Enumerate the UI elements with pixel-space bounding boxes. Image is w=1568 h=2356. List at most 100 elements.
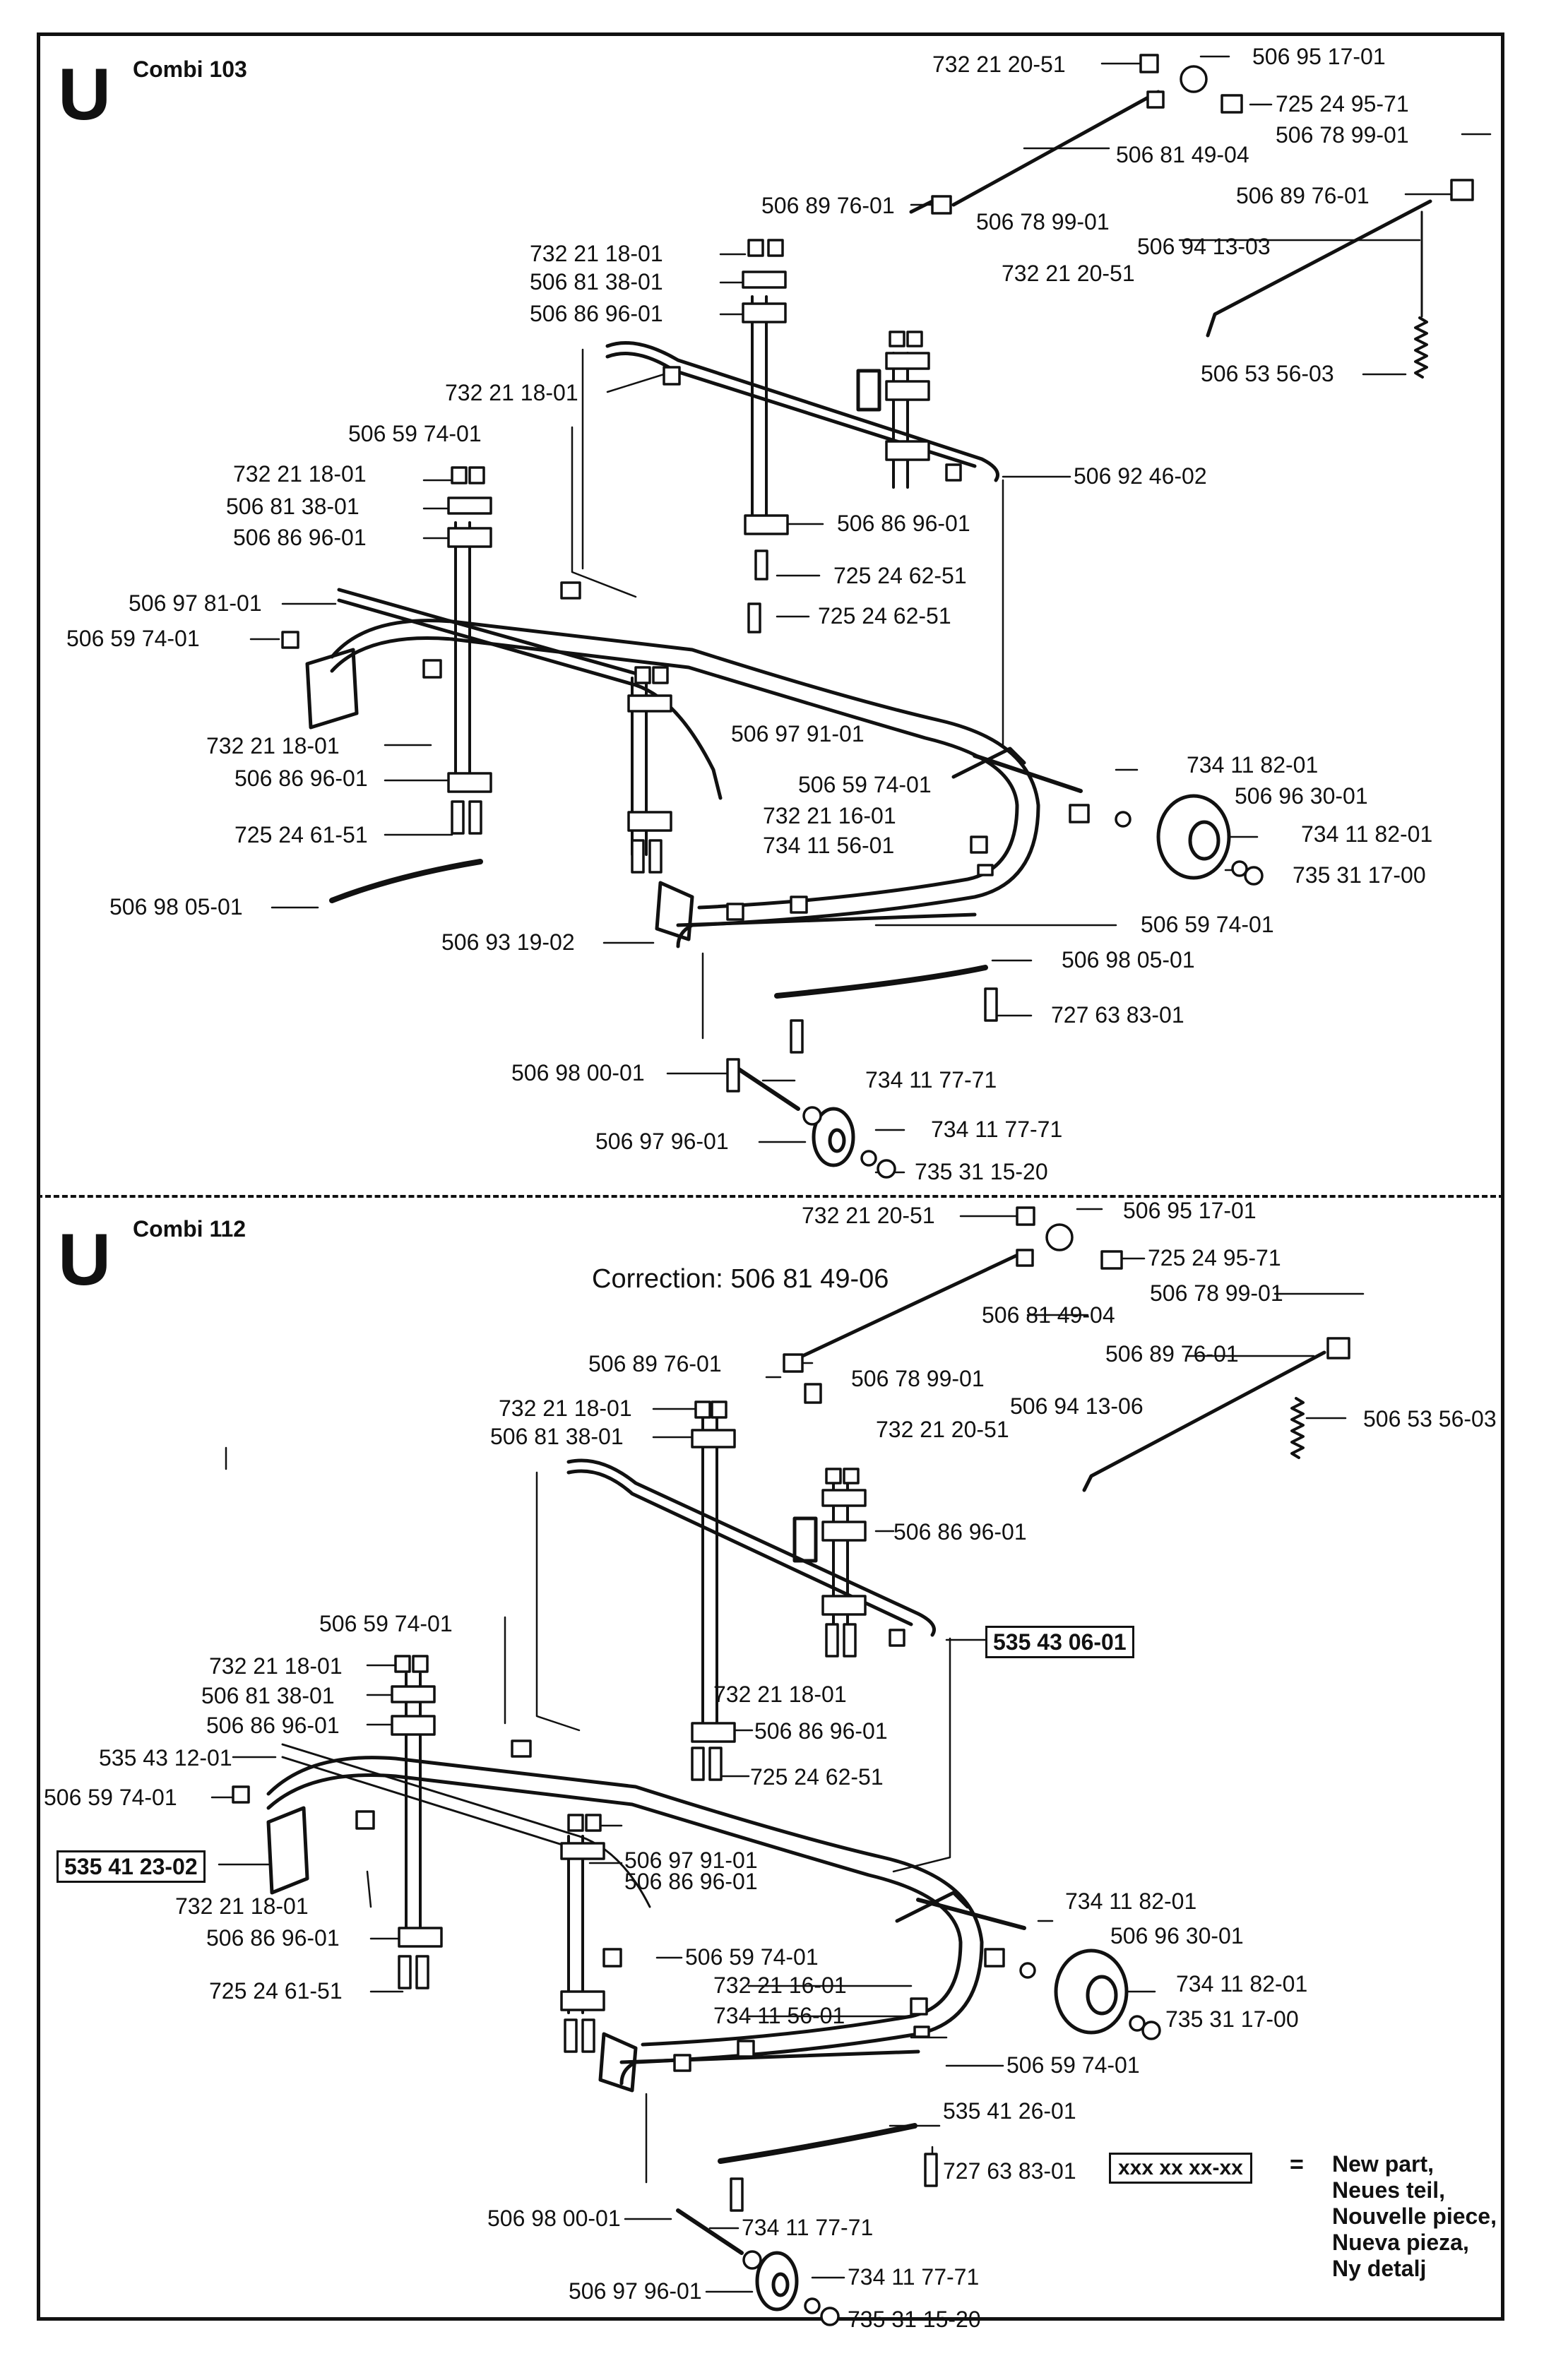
spring	[1414, 316, 1428, 379]
part-label: 506 86 96-01	[234, 766, 368, 791]
part-label: 734 11 56-01	[763, 833, 895, 858]
spring-rod-2	[1082, 1350, 1326, 1492]
part-label: 506 81 38-01	[490, 1424, 624, 1449]
spring-2	[1290, 1397, 1305, 1459]
part-label: 725 24 62-51	[833, 563, 967, 588]
part-label: 506 81 38-01	[530, 269, 663, 294]
part-label: 506 93 19-02	[441, 929, 575, 955]
lift-rod-2	[785, 1251, 1023, 1365]
part-label: 506 59 74-01	[1006, 2052, 1140, 2078]
new-part-label: 535 41 23-02	[57, 1850, 206, 1883]
part-label: 506 78 99-01	[1150, 1280, 1283, 1306]
part-label: 506 89 76-01	[1105, 1341, 1239, 1367]
part-label: 732 21 16-01	[763, 803, 896, 828]
part-label: 734 11 82-01	[1301, 821, 1433, 847]
deck-frame-2	[266, 1756, 984, 2086]
part-label: 506 94 13-03	[1137, 234, 1271, 259]
part-label: 506 86 96-01	[837, 511, 970, 536]
part-label: 535 43 12-01	[99, 1745, 232, 1771]
part-label: 506 86 96-01	[893, 1519, 1027, 1545]
part-label: 506 59 74-01	[1141, 912, 1274, 937]
part-label: 506 81 38-01	[201, 1683, 335, 1708]
part-label: 506 86 96-01	[206, 1713, 340, 1738]
part-label: 506 98 00-01	[511, 1060, 645, 1085]
part-label: 732 21 18-01	[445, 380, 578, 405]
part-label: 725 24 95-71	[1148, 1245, 1281, 1271]
rear-wheel	[812, 1107, 855, 1167]
part-label: 506 59 74-01	[685, 1944, 819, 1970]
part-label: 734 11 82-01	[1176, 1971, 1308, 1997]
part-label: 506 53 56-03	[1201, 361, 1334, 386]
deck-frame	[330, 619, 1040, 948]
part-label: 506 78 99-01	[851, 1366, 985, 1391]
skid-plate	[329, 859, 483, 903]
section-letter-bottom: U	[58, 1219, 112, 1301]
left-bracket	[305, 648, 359, 730]
part-label: 734 11 77-71	[848, 2264, 980, 2290]
part-label: 506 86 96-01	[530, 301, 663, 326]
part-label: 725 24 61-51	[209, 1978, 343, 2004]
legend-equals: =	[1290, 2151, 1304, 2178]
part-label: 506 97 96-01	[595, 1129, 729, 1154]
part-label: 725 24 95-71	[1276, 91, 1409, 117]
part-label: 506 81 38-01	[226, 494, 360, 519]
part-label: 506 86 96-01	[206, 1925, 340, 1951]
part-label: 506 96 30-01	[1110, 1923, 1244, 1949]
part-label: 506 89 76-01	[1236, 183, 1370, 208]
part-label: 506 89 76-01	[761, 193, 895, 218]
part-label: 734 11 77-71	[865, 1067, 997, 1093]
rear-wheel-2	[755, 2251, 799, 2312]
part-label: 535 41 26-01	[943, 2098, 1076, 2124]
section-letter-top: U	[58, 54, 112, 136]
part-label: 732 21 20-51	[876, 1417, 1009, 1442]
part-label: 732 21 20-51	[1002, 261, 1135, 286]
part-label: 725 24 62-51	[750, 1764, 884, 1790]
part-label: 506 59 74-01	[798, 772, 932, 797]
part-label: 506 96 30-01	[1235, 783, 1368, 809]
part-label: 735 31 17-00	[1293, 862, 1426, 888]
part-label: 506 97 81-01	[129, 590, 262, 616]
part-label: 734 11 56-01	[713, 2003, 845, 2028]
part-label: 732 21 16-01	[713, 1973, 847, 1998]
part-label: 732 21 18-01	[530, 241, 663, 266]
legend-symbol: xxx xx xx-xx	[1109, 2153, 1252, 2184]
lift-arm	[605, 341, 999, 482]
part-label: 732 21 18-01	[233, 461, 367, 487]
part-label: 506 89 76-01	[588, 1351, 722, 1376]
part-label: 732 21 18-01	[175, 1893, 309, 1919]
part-label: 506 81 49-04	[1116, 142, 1249, 167]
part-label: 734 11 82-01	[1187, 752, 1319, 778]
part-label: 506 86 96-01	[624, 1869, 758, 1894]
part-label: 506 59 74-01	[66, 626, 200, 651]
part-label: 734 11 77-71	[742, 2215, 874, 2240]
part-label: 727 63 83-01	[943, 2158, 1076, 2184]
part-label: 732 21 18-01	[499, 1396, 632, 1421]
legend-line-4: Nueva pieza,	[1332, 2230, 1469, 2255]
section-divider	[37, 1195, 1504, 1198]
part-label: 725 24 61-51	[234, 822, 368, 847]
part-label: 506 98 05-01	[109, 894, 243, 920]
arm-bracket	[856, 369, 881, 412]
part-label: 732 21 18-01	[206, 733, 340, 758]
legend-line-3: Nouvelle piece,	[1332, 2203, 1497, 2229]
part-label: 506 59 74-01	[348, 421, 482, 446]
part-label: 735 31 15-20	[915, 1159, 1048, 1184]
part-label: 732 21 18-01	[209, 1653, 343, 1679]
part-label: 734 11 77-71	[931, 1117, 1063, 1142]
lift-rod-lower	[909, 199, 934, 214]
part-label: 732 21 20-51	[802, 1203, 935, 1228]
part-label: 725 24 62-51	[818, 603, 951, 629]
part-label: 506 97 96-01	[569, 2278, 702, 2304]
part-label: 506 78 99-01	[1276, 122, 1409, 148]
part-label: 506 53 56-03	[1363, 1406, 1497, 1432]
front-crossbar	[337, 598, 723, 800]
spring-rod	[1206, 199, 1432, 338]
part-label: 732 21 20-51	[932, 52, 1066, 77]
part-label: 735 31 15-20	[848, 2307, 981, 2332]
part-label: 506 78 99-01	[976, 209, 1110, 234]
part-label: 506 86 96-01	[233, 525, 367, 550]
part-label: 506 59 74-01	[319, 1611, 453, 1636]
part-label: 506 86 96-01	[754, 1718, 888, 1744]
